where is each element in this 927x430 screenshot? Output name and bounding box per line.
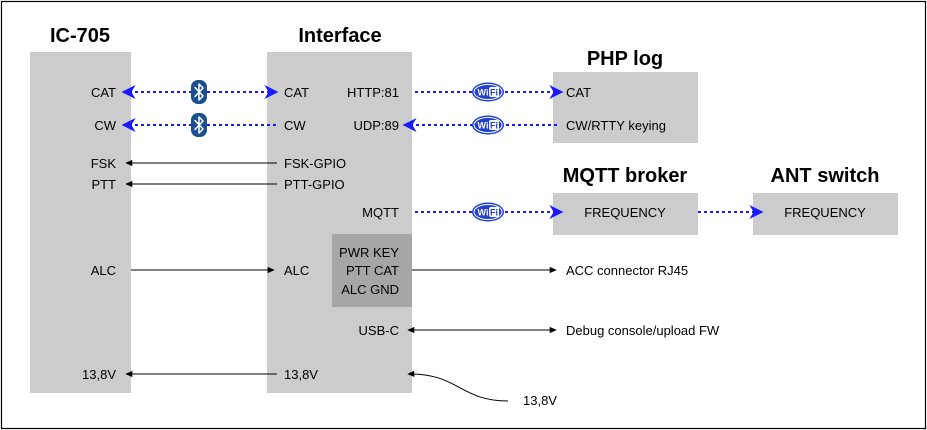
- interface-fsk-gpio-label: FSK-GPIO: [284, 156, 346, 171]
- interface-cat-label: CAT: [284, 85, 309, 100]
- wifi-badge-text-left: Wi: [478, 88, 489, 98]
- wifi-badge-text-left: Wi: [478, 208, 489, 218]
- php-log-block: [553, 72, 698, 143]
- mqtt-broker-block: [553, 193, 698, 235]
- ic705-fsk-label: FSK: [91, 156, 117, 171]
- ic705-title: IC-705: [50, 25, 110, 47]
- power-input-wire: [407, 370, 509, 402]
- ic705-cat-label: CAT: [91, 85, 116, 100]
- acc-pin-block: [332, 234, 412, 307]
- ant-frequency-label: FREQUENCY: [784, 205, 866, 220]
- ic705-block: [30, 52, 131, 393]
- php-log-title: PHP log: [587, 48, 663, 70]
- acc-ptt-cat-label: PTT CAT: [346, 263, 399, 278]
- interface-ptt-gpio-label: PTT-GPIO: [284, 177, 345, 192]
- debug-console-label: Debug console/upload FW: [566, 323, 720, 338]
- interface-mqtt-label: MQTT: [362, 205, 399, 220]
- interface-usbc-label: USB-C: [359, 323, 399, 338]
- interface-alc-label: ALC: [284, 263, 309, 278]
- wifi-badge-text-right: Fi: [490, 208, 498, 218]
- php-log-keying-label: CW/RTTY keying: [566, 118, 666, 133]
- interface-power-label: 13,8V: [284, 367, 318, 382]
- ant-switch-title: ANT switch: [771, 165, 880, 187]
- wifi-icon: Wi Fi: [472, 202, 504, 222]
- ic705-alc-label: ALC: [91, 263, 116, 278]
- bluetooth-icon: [191, 113, 207, 137]
- power-input-label: 13,8V: [523, 393, 557, 408]
- acc-pwr-key-label: PWR KEY: [339, 245, 399, 260]
- mqtt-broker-title: MQTT broker: [563, 165, 688, 187]
- mqtt-frequency-label: FREQUENCY: [584, 205, 666, 220]
- acc-connector-label: ACC connector RJ45: [566, 263, 688, 278]
- ic705-ptt-label: PTT: [91, 177, 116, 192]
- interface-title: Interface: [298, 25, 381, 47]
- php-log-cat-label: CAT: [566, 85, 591, 100]
- interface-cw-label: CW: [284, 118, 306, 133]
- bluetooth-icon: [191, 80, 207, 104]
- interface-block: [267, 52, 412, 393]
- ic705-power-label: 13,8V: [82, 367, 116, 382]
- wifi-badge-text-right: Fi: [490, 88, 498, 98]
- wifi-badge-text-left: Wi: [478, 121, 489, 131]
- ant-switch-block: [753, 193, 898, 235]
- acc-alc-gnd-label: ALC GND: [341, 282, 399, 297]
- ic705-cw-label: CW: [94, 118, 116, 133]
- interface-udp-label: UDP:89: [353, 118, 399, 133]
- interface-http-label: HTTP:81: [347, 85, 399, 100]
- wifi-icon: Wi Fi: [472, 115, 504, 135]
- wifi-icon: Wi Fi: [472, 82, 504, 102]
- wifi-badge-text-right: Fi: [490, 121, 498, 131]
